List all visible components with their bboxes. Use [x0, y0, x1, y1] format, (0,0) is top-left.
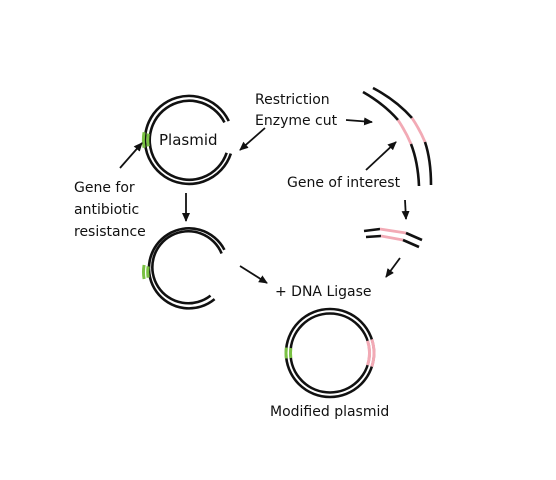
restriction-label-line1: Restriction	[255, 92, 330, 108]
arrow-gene-interest-to-dna	[365, 141, 397, 171]
arrow-dna-to-fragment	[401, 199, 410, 220]
original-plasmid	[141, 94, 233, 186]
modified-plasmid	[284, 307, 376, 399]
gene-for-label-line1: Gene for	[74, 180, 135, 196]
arrow-restriction-to-dna	[345, 117, 373, 126]
modified-plasmid-label: Modified plasmid	[270, 404, 389, 420]
dna-ligase-label: + DNA Ligase	[275, 284, 372, 300]
arrow-cut-to-ligase	[239, 265, 268, 284]
gene-of-interest-label: Gene of interest	[287, 175, 401, 191]
restriction-label-line2: Enzyme cut	[255, 113, 338, 129]
gene-of-interest-segment-modified	[370, 338, 376, 368]
foreign-dna-strand	[362, 86, 433, 187]
gene-for-label-line2: antibiotic	[74, 202, 139, 218]
plasmid-label: Plasmid	[159, 131, 218, 149]
cut-plasmid	[141, 227, 226, 310]
gene-for-label-line3: resistance	[74, 224, 146, 240]
arrow-gene-for-to-plasmid	[119, 142, 143, 169]
antibiotic-gene-segment	[141, 131, 146, 149]
arrow-restriction-to-plasmid	[239, 127, 266, 151]
gene-fragment	[363, 227, 423, 249]
arrow-fragment-to-ligase	[385, 257, 401, 278]
antibiotic-gene-segment-cut	[141, 264, 146, 280]
